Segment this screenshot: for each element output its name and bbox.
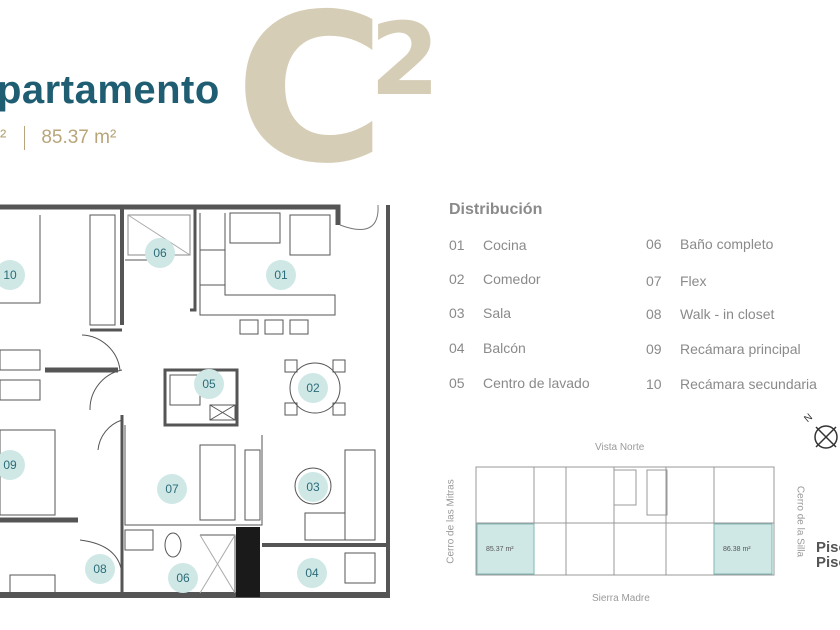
model-letter: C	[235, 0, 386, 209]
unit-area-left: 85.37 m²	[486, 546, 514, 553]
room-label-05: 05	[194, 369, 224, 399]
unit-highlight-right	[713, 523, 773, 575]
room-label-02: 02	[298, 373, 328, 403]
structural-column	[236, 527, 260, 597]
area-row: ² 85.37 m²	[0, 126, 116, 150]
keyplan-north: Vista Norte	[595, 442, 645, 453]
unit-area-right: 86.38 m²	[723, 546, 751, 553]
room-label-08: 08	[85, 554, 115, 584]
model-superscript: 2	[370, 1, 440, 118]
room-label-03: 03	[298, 472, 328, 502]
area-divider	[24, 126, 26, 150]
area-value: 85.37 m²	[41, 127, 117, 149]
floor-label-1: Piso	[816, 539, 840, 556]
room-label-07: 07	[157, 474, 187, 504]
distribution-title: Distribución	[449, 201, 543, 218]
room-label-04: 04	[297, 558, 327, 588]
keyplan-east: Cerro de la Silla	[794, 485, 806, 558]
compass-icon: N	[802, 412, 838, 449]
keyplan-west: Cerro de las Mitras	[445, 479, 457, 564]
page-title: partamento	[0, 68, 220, 112]
room-label-01: 01	[266, 260, 296, 290]
keyplan-south: Sierra Madre	[592, 593, 650, 604]
room-label-09: 09	[0, 450, 25, 480]
key-plan	[475, 466, 775, 576]
unit-highlight-left	[476, 523, 535, 575]
room-label-06-top: 06	[145, 238, 175, 268]
area-cut: ²	[0, 127, 7, 149]
floor-label-2: Piso	[816, 554, 840, 571]
room-label-06-bottom: 06	[168, 563, 198, 593]
svg-text:N: N	[802, 412, 815, 425]
room-label-10: 10	[0, 260, 25, 290]
floor-plan	[0, 204, 390, 598]
